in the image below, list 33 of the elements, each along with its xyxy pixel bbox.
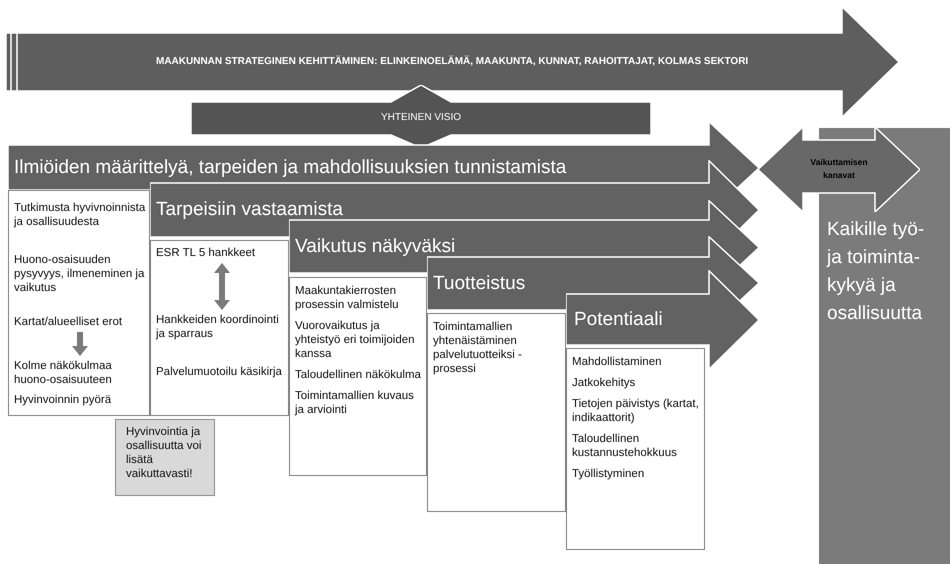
list-item: Tutkimusta hyvivnoinnista ja osallisuudesta	[14, 201, 146, 229]
banner-text: Potentiaali	[574, 308, 663, 332]
banner-text: Ilmiöiden määrittelyä, tarpeiden ja mahdollisuuksien tunnistamista	[14, 156, 566, 180]
list-item: Tietojen päivistys (kartat, indikaattorit)	[572, 397, 699, 425]
list-box	[150, 240, 289, 416]
list-item: Palvelumuotoilu käsikirja	[156, 365, 288, 379]
banner-text: Tarpeisiin vastaamista	[156, 198, 343, 222]
note-box: Hyvinvointia ja osallisuutta voi lisätä vaikuttavasti!	[115, 419, 215, 496]
banner-text: MAAKUNNAN STRATEGINEN KEHITTÄMINEN: ELINKEINOELÄMÄ, MAAKUNTA, KUNNAT, RAHOITTAJAT, KOLMAS SEKTORI	[156, 56, 748, 68]
list-item: ESR TL 5 hankkeet	[156, 246, 288, 260]
banner-text: Vaikutus näkyväksi	[295, 234, 456, 258]
double-arrow	[214, 263, 230, 310]
list-box	[289, 277, 427, 476]
list-item: Taloudellinen kustannustehokkuus	[572, 432, 678, 460]
list-item: Vuorovaikutus ja yhteistyö eri toimijoiden kanssa	[295, 319, 416, 361]
list-item: Jatkokehitys	[572, 376, 636, 390]
list-box	[427, 313, 566, 512]
list-item: Kartat/alueelliset erot	[14, 315, 146, 329]
list-item: Hyvinvoinnin pyörä	[14, 393, 146, 407]
list-box	[8, 190, 150, 416]
list-item: Työllistyminen	[572, 467, 646, 481]
list-item: Toimintamallien kuvaus ja arviointi	[295, 389, 415, 417]
banner-text: Tuotteistus	[433, 272, 526, 296]
list-item: Mahdollistaminen	[572, 355, 662, 369]
list-item: Kolme näkökulmaa huono-osaisuuteen	[14, 359, 146, 387]
list-box	[566, 348, 705, 550]
list-item: Toimintamallien yhtenäistäminen palvelutuotteiksi - prosessi	[433, 320, 523, 376]
list-item: Maakuntakierrosten prosessin valmistelu	[295, 284, 400, 312]
arrow	[72, 332, 88, 356]
banner-text: YHTEINEN VISIO	[380, 112, 462, 123]
list-item: Huono-osaisuuden pysyvyys, ilmeneminen ja vaikutus	[14, 253, 146, 295]
list-item: Hankkeiden koordinointi ja sparraus	[156, 313, 288, 341]
list-item: Taloudellinen näkökulma	[295, 368, 421, 382]
